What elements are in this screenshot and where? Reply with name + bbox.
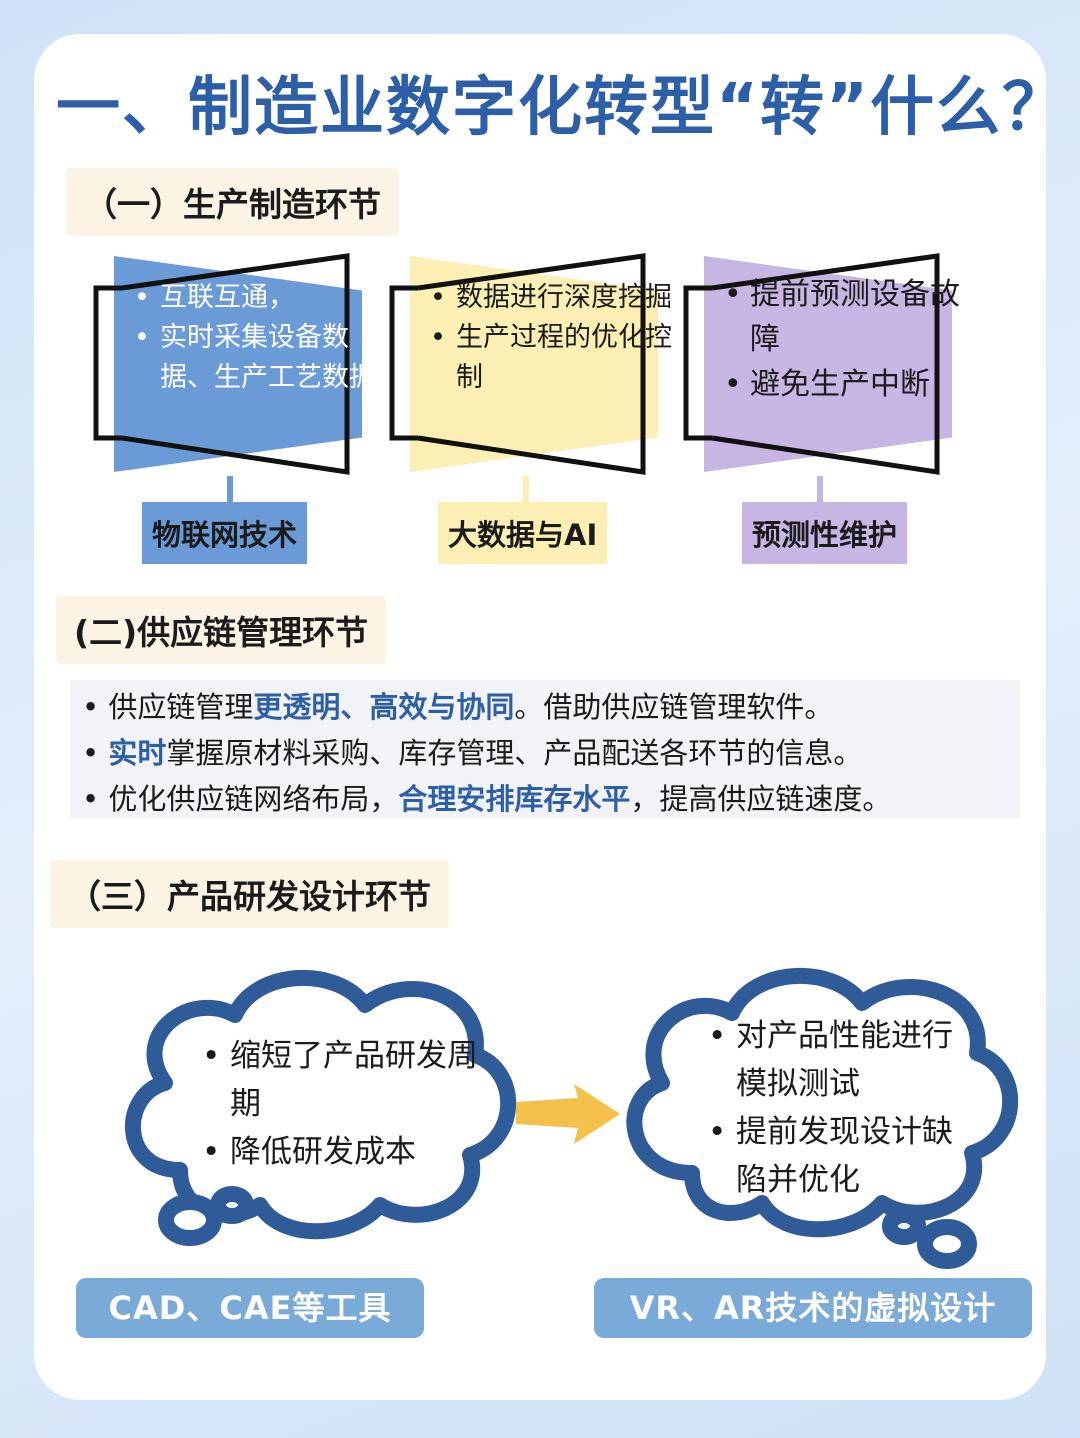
panel-bigdata-connector [523,476,529,510]
cloud-left-bullets: 缩短了产品研发周期 降低研发成本 [200,1032,490,1176]
cloud-bullet: 缩短了产品研发周期 [202,1032,490,1128]
panel-iot: 互联互通， 实时采集设备数据、生产工艺数据 [92,252,376,510]
supply-chain-box: • 供应链管理更透明、高效与协同。借助供应链管理软件。 • 实时掌握原材料采购、… [70,680,1020,818]
section-heading-production: （一）生产制造环节 [66,168,399,236]
cloud-right-bullets: 对产品性能进行模拟测试 提前发现设计缺陷并优化 [706,1012,976,1204]
line-text: 优化供应链网络布局， [108,782,399,816]
tag-bigdata: 大数据与AI [438,502,608,564]
panel-iot-connector [227,476,233,510]
line-highlight: 实时 [108,736,167,770]
supply-chain-line: • 优化供应链网络布局，合理安排库存水平，提高供应链速度。 [82,782,892,816]
panel-bigdata-bullets: 数据进行深度挖掘 生产过程的优化控制 [430,278,672,398]
panel-maintenance-bullets: 提前预测设备故障 避免生产中断 [724,272,966,407]
panel-maintenance-connector [817,476,823,510]
panel-bigdata-bullet: 数据进行深度挖掘 [430,278,672,318]
supply-chain-line: • 供应链管理更透明、高效与协同。借助供应链管理软件。 [82,690,834,724]
panel-bigdata-bullet: 生产过程的优化控制 [430,318,672,398]
section-heading-supply-chain: (二)供应链管理环节 [56,596,387,664]
line-text: 。借助供应链管理软件。 [514,690,834,724]
line-highlight: 合理安排库存水平 [398,782,631,816]
cloud-bullet: 降低研发成本 [202,1128,490,1176]
line-text: 掌握原材料采购、库存管理、产品配送各环节的信息。 [166,736,863,770]
cloud-bullet: 提前发现设计缺陷并优化 [708,1108,976,1204]
supply-chain-line: • 实时掌握原材料采购、库存管理、产品配送各环节的信息。 [82,736,863,770]
tool-badge-vr: VR、AR技术的虚拟设计 [594,1278,1032,1338]
page-title: 一、制造业数字化转型“转”什么？ [56,71,1069,145]
panel-iot-bullet: 互联互通， [134,278,376,318]
panel-bigdata: 数据进行深度挖掘 生产过程的优化控制 [388,252,672,510]
tag-iot: 物联网技术 [142,502,308,564]
panel-iot-bullets: 互联互通， 实时采集设备数据、生产工艺数据 [134,278,376,398]
panel-maintenance: 提前预测设备故障 避免生产中断 [682,252,960,510]
tag-maintenance: 预测性维护 [742,502,908,564]
line-text: ，提高供应链速度。 [630,782,892,816]
panel-maintenance-bullet: 避免生产中断 [724,362,966,407]
cloud-bullet: 对产品性能进行模拟测试 [708,1012,976,1108]
panel-maintenance-bullet: 提前预测设备故障 [724,272,966,362]
section-heading-rnd: （三）产品研发设计环节 [50,860,449,928]
tool-badge-cad: CAD、CAE等工具 [76,1278,424,1338]
line-highlight: 更透明、高效与协同 [253,690,515,724]
line-text: 供应链管理 [108,690,254,724]
arrow-right-icon [516,1084,620,1144]
panel-iot-bullet: 实时采集设备数据、生产工艺数据 [134,318,376,398]
